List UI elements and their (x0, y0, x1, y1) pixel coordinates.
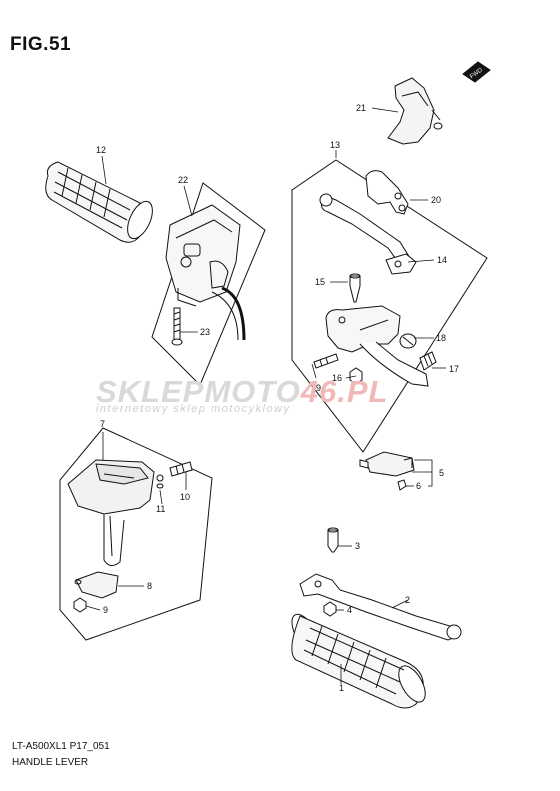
callout-6: 6 (416, 481, 421, 491)
callout-14: 14 (437, 255, 447, 265)
callout-22: 22 (178, 175, 188, 185)
callout-18: 18 (436, 333, 446, 343)
part-7-throttle-housing (67, 459, 164, 566)
callout-10: 10 (180, 492, 190, 502)
callout-5: 5 (439, 468, 444, 478)
callout-7: 7 (100, 419, 105, 429)
part-3-bolt (327, 527, 339, 553)
callout-16: 16 (332, 373, 342, 383)
part-10-screw (169, 461, 193, 477)
throttle-group-outline (59, 427, 213, 641)
callout-3: 3 (355, 541, 360, 551)
figure-name: HANDLE LEVER (12, 757, 89, 768)
part-8-cover (74, 571, 119, 599)
callout-1: 1 (339, 683, 344, 693)
callout-13: 13 (330, 140, 340, 150)
figure-code: LT-A500XL1 P17_051 (12, 741, 110, 752)
callout-19: 19 (311, 383, 321, 393)
switch-group-outline (151, 182, 266, 386)
part-2-clutch-lever (299, 573, 462, 641)
part-21-cover (387, 77, 443, 145)
callout-2: 2 (405, 595, 410, 605)
part-9-screw (73, 597, 87, 613)
watermark-brand-part1: SKLEPMOTO (96, 374, 301, 409)
callout-20: 20 (431, 195, 441, 205)
part-22-switch-assembly (165, 204, 246, 341)
callout-4: 4 (347, 605, 352, 615)
callout-23: 23 (200, 327, 210, 337)
part-5-switch (359, 451, 415, 477)
part-15-bolt (349, 273, 361, 303)
fwd-arrow-icon: FWD (462, 61, 491, 83)
callout-11: 11 (156, 504, 165, 514)
part-4-nut (323, 601, 337, 617)
leader-lines (85, 107, 446, 684)
part-6-screw (397, 479, 407, 491)
part-18-cap (399, 333, 417, 349)
callout-21: 21 (356, 103, 366, 113)
watermark-brand: SKLEPMOTO46.PL (96, 374, 389, 410)
callout-15: 15 (315, 277, 325, 287)
part-11-washer (156, 483, 164, 489)
part-17-screw (419, 351, 437, 371)
part-23-screw (171, 307, 183, 346)
callout-8: 8 (147, 581, 152, 591)
part-12-left-grip (45, 161, 153, 243)
master-cylinder-group-outline (291, 159, 488, 453)
watermark-brand-part2: 46.PL (300, 374, 389, 409)
part-19-bolt (313, 353, 339, 369)
figure-title: FIG.51 (10, 34, 72, 55)
callout-numbers: 1 2 3 4 5 6 7 8 9 10 11 12 13 14 15 16 1… (96, 103, 459, 693)
part-20-bracket (365, 170, 409, 215)
master-cylinder-body (325, 305, 429, 387)
watermark-tagline: internetowy sklep motocyklowy (96, 403, 291, 415)
callout-9: 9 (103, 605, 108, 615)
callout-12: 12 (96, 145, 106, 155)
part-14-pivot (385, 253, 417, 275)
part-14-brake-lever (319, 193, 411, 267)
part-1-right-grip (291, 613, 426, 709)
callout-17: 17 (449, 364, 459, 374)
